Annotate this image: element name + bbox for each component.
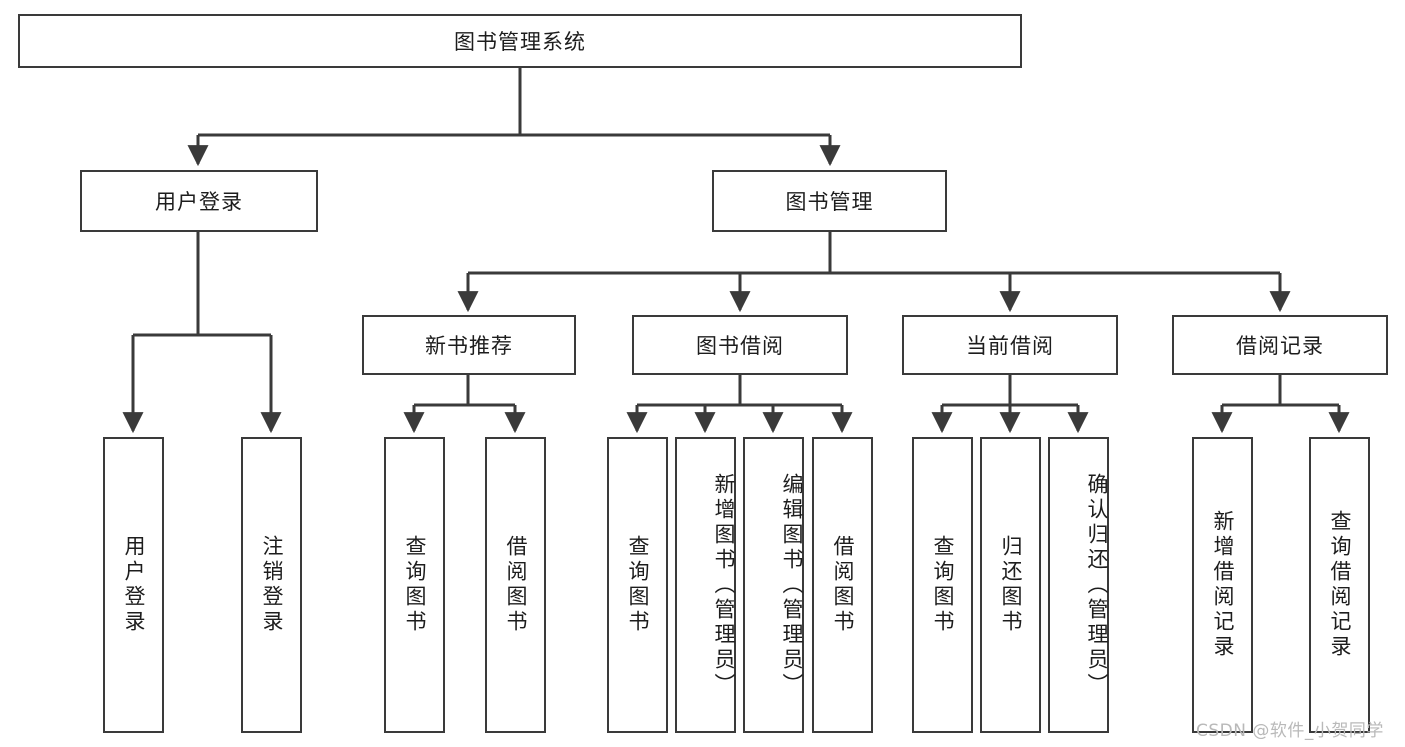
node-label: 查询图书 bbox=[403, 535, 427, 635]
leaf-edit-book-admin[interactable]: 编辑图书（管理员） bbox=[743, 437, 804, 733]
leaf-add-borrow-record[interactable]: 新增借阅记录 bbox=[1192, 437, 1253, 733]
node-label: 借阅图书 bbox=[504, 535, 528, 635]
leaf-borrow-book[interactable]: 借阅图书 bbox=[812, 437, 873, 733]
node-borrow-record[interactable]: 借阅记录 bbox=[1172, 315, 1388, 375]
node-label: 图书管理 bbox=[785, 190, 874, 214]
node-root-book-management-system[interactable]: 图书管理系统 bbox=[18, 14, 1022, 68]
node-label: 借阅记录 bbox=[1236, 334, 1324, 358]
node-label: 用户登录 bbox=[122, 535, 146, 635]
node-label: 新增图书（管理员） bbox=[712, 472, 736, 698]
node-label: 借阅图书 bbox=[831, 535, 855, 635]
node-book-management[interactable]: 图书管理 bbox=[712, 170, 947, 232]
leaf-query-book-borrow[interactable]: 查询图书 bbox=[607, 437, 668, 733]
node-user-login[interactable]: 用户登录 bbox=[80, 170, 318, 232]
node-label: 归还图书 bbox=[999, 535, 1023, 635]
leaf-user-logout[interactable]: 注销登录 bbox=[241, 437, 302, 733]
leaf-query-book-recommend[interactable]: 查询图书 bbox=[384, 437, 445, 733]
node-label: 当前借阅 bbox=[966, 334, 1054, 358]
node-label: 确认归还（管理员） bbox=[1085, 472, 1109, 698]
node-current-borrow[interactable]: 当前借阅 bbox=[902, 315, 1118, 375]
node-label: 查询借阅记录 bbox=[1328, 510, 1352, 660]
leaf-confirm-return-admin[interactable]: 确认归还（管理员） bbox=[1048, 437, 1109, 733]
node-label: 新书推荐 bbox=[425, 334, 513, 358]
leaf-return-book[interactable]: 归还图书 bbox=[980, 437, 1041, 733]
leaf-user-login[interactable]: 用户登录 bbox=[103, 437, 164, 733]
node-label: 图书管理系统 bbox=[454, 30, 586, 54]
leaf-query-book-current[interactable]: 查询图书 bbox=[912, 437, 973, 733]
leaf-query-borrow-record[interactable]: 查询借阅记录 bbox=[1309, 437, 1370, 733]
node-label: 编辑图书（管理员） bbox=[780, 472, 804, 698]
node-label: 注销登录 bbox=[260, 535, 284, 635]
node-label: 查询图书 bbox=[626, 535, 650, 635]
node-new-book-recommend[interactable]: 新书推荐 bbox=[362, 315, 576, 375]
csdn-watermark: CSDN @软件_小贺同学 bbox=[1196, 721, 1384, 741]
node-label: 用户登录 bbox=[155, 190, 243, 214]
node-book-borrow[interactable]: 图书借阅 bbox=[632, 315, 848, 375]
node-label: 新增借阅记录 bbox=[1211, 510, 1235, 660]
node-label: 图书借阅 bbox=[696, 334, 784, 358]
node-label: 查询图书 bbox=[931, 535, 955, 635]
leaf-add-book-admin[interactable]: 新增图书（管理员） bbox=[675, 437, 736, 733]
leaf-borrow-book-recommend[interactable]: 借阅图书 bbox=[485, 437, 546, 733]
